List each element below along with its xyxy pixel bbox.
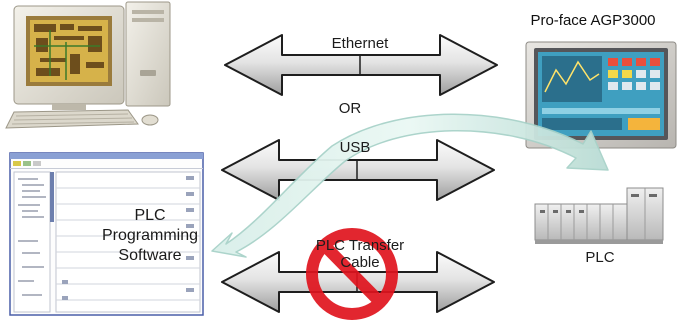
prohibited-sign-icon (306, 228, 398, 320)
hmi-model-label: Pro-face AGP3000 (530, 12, 656, 29)
usb-label: USB (339, 139, 371, 156)
plc-label: PLC (585, 249, 615, 266)
touch-panel-hmi-icon (525, 41, 677, 149)
or-label: OR (338, 100, 362, 117)
ethernet-arrow (224, 34, 498, 96)
software-label-line1: PLC (134, 207, 166, 224)
desktop-computer-icon (5, 1, 171, 129)
plc-transfer-cable-label: PLC Transfer Cable (290, 237, 430, 271)
plc-transfer-cable-line2: Cable (340, 254, 380, 271)
plc-programming-software-label: PLC Programming Software (90, 206, 210, 266)
software-label-line2: Programming (101, 227, 199, 244)
software-window-screenshot-icon (9, 152, 204, 316)
usb-arrow (221, 139, 495, 201)
curved-flow-arrow-icon (211, 113, 609, 258)
plc-rack-icon (534, 187, 664, 244)
software-label-line3: Software (118, 247, 182, 264)
plc-transfer-cable-line1: PLC Transfer (315, 237, 405, 254)
ethernet-label: Ethernet (331, 35, 389, 52)
